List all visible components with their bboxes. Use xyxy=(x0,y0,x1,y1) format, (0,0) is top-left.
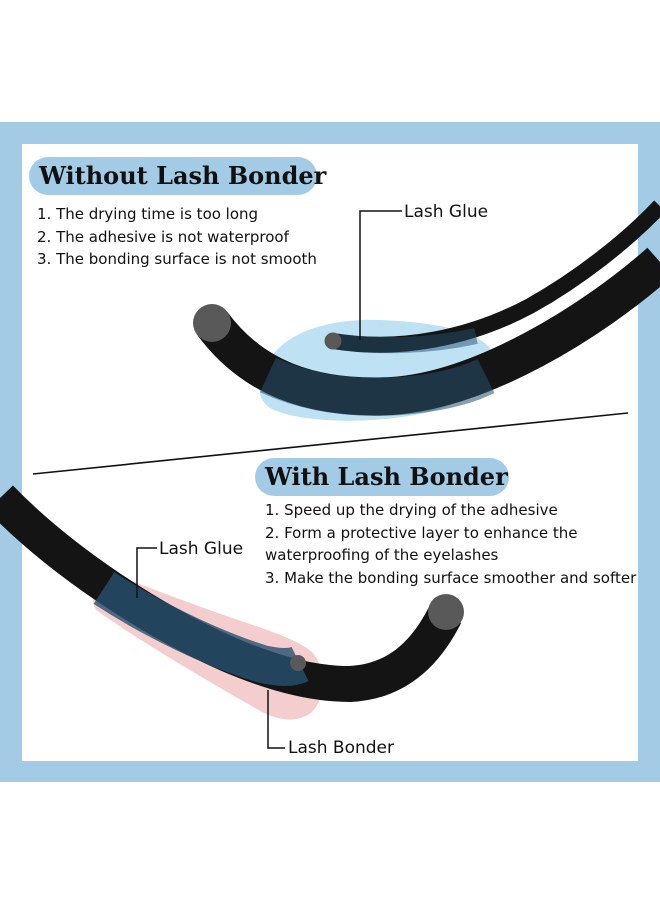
bottom-glue-end xyxy=(290,655,306,671)
without-bonder-list: 1. The drying time is too long 2. The ad… xyxy=(37,203,317,271)
top-main-strand-coat xyxy=(260,357,495,416)
with-bonder-list: 1. Speed up the drying of the adhesive 2… xyxy=(265,499,636,589)
bottom-bonder-leader xyxy=(267,690,285,749)
top-glue-leader xyxy=(359,210,402,340)
lash-bonder-label: Lash Bonder xyxy=(288,738,395,758)
list-item: waterproofing of the eyelashes xyxy=(265,546,499,564)
section-divider xyxy=(32,412,629,475)
without-bonder-title: Without Lash Bonder xyxy=(29,157,326,195)
top-thin-strand-coat xyxy=(331,328,478,354)
top-thin-strand-end xyxy=(324,332,342,350)
white-panel xyxy=(22,144,638,761)
bottom-glue-leader xyxy=(136,547,157,598)
bottom-strand-end xyxy=(428,594,464,630)
top-lash-glue-label: Lash Glue xyxy=(404,202,489,222)
top-main-strand-end xyxy=(193,304,231,342)
with-bonder-title: With Lash Bonder xyxy=(255,458,509,496)
list-item: 3. Make the bonding surface smoother and… xyxy=(265,568,637,587)
list-item: 2. The adhesive is not waterproof xyxy=(37,227,289,246)
bottom-lash-glue-label: Lash Glue xyxy=(159,539,244,559)
list-item: 2. Form a protective layer to enhance th… xyxy=(265,523,578,542)
list-item: 1. Speed up the drying of the adhesive xyxy=(265,501,558,519)
list-item: 3. The bonding surface is not smooth xyxy=(37,250,317,268)
bottom-bonder-coat xyxy=(93,572,309,686)
list-item: 1. The drying time is too long xyxy=(37,205,259,223)
